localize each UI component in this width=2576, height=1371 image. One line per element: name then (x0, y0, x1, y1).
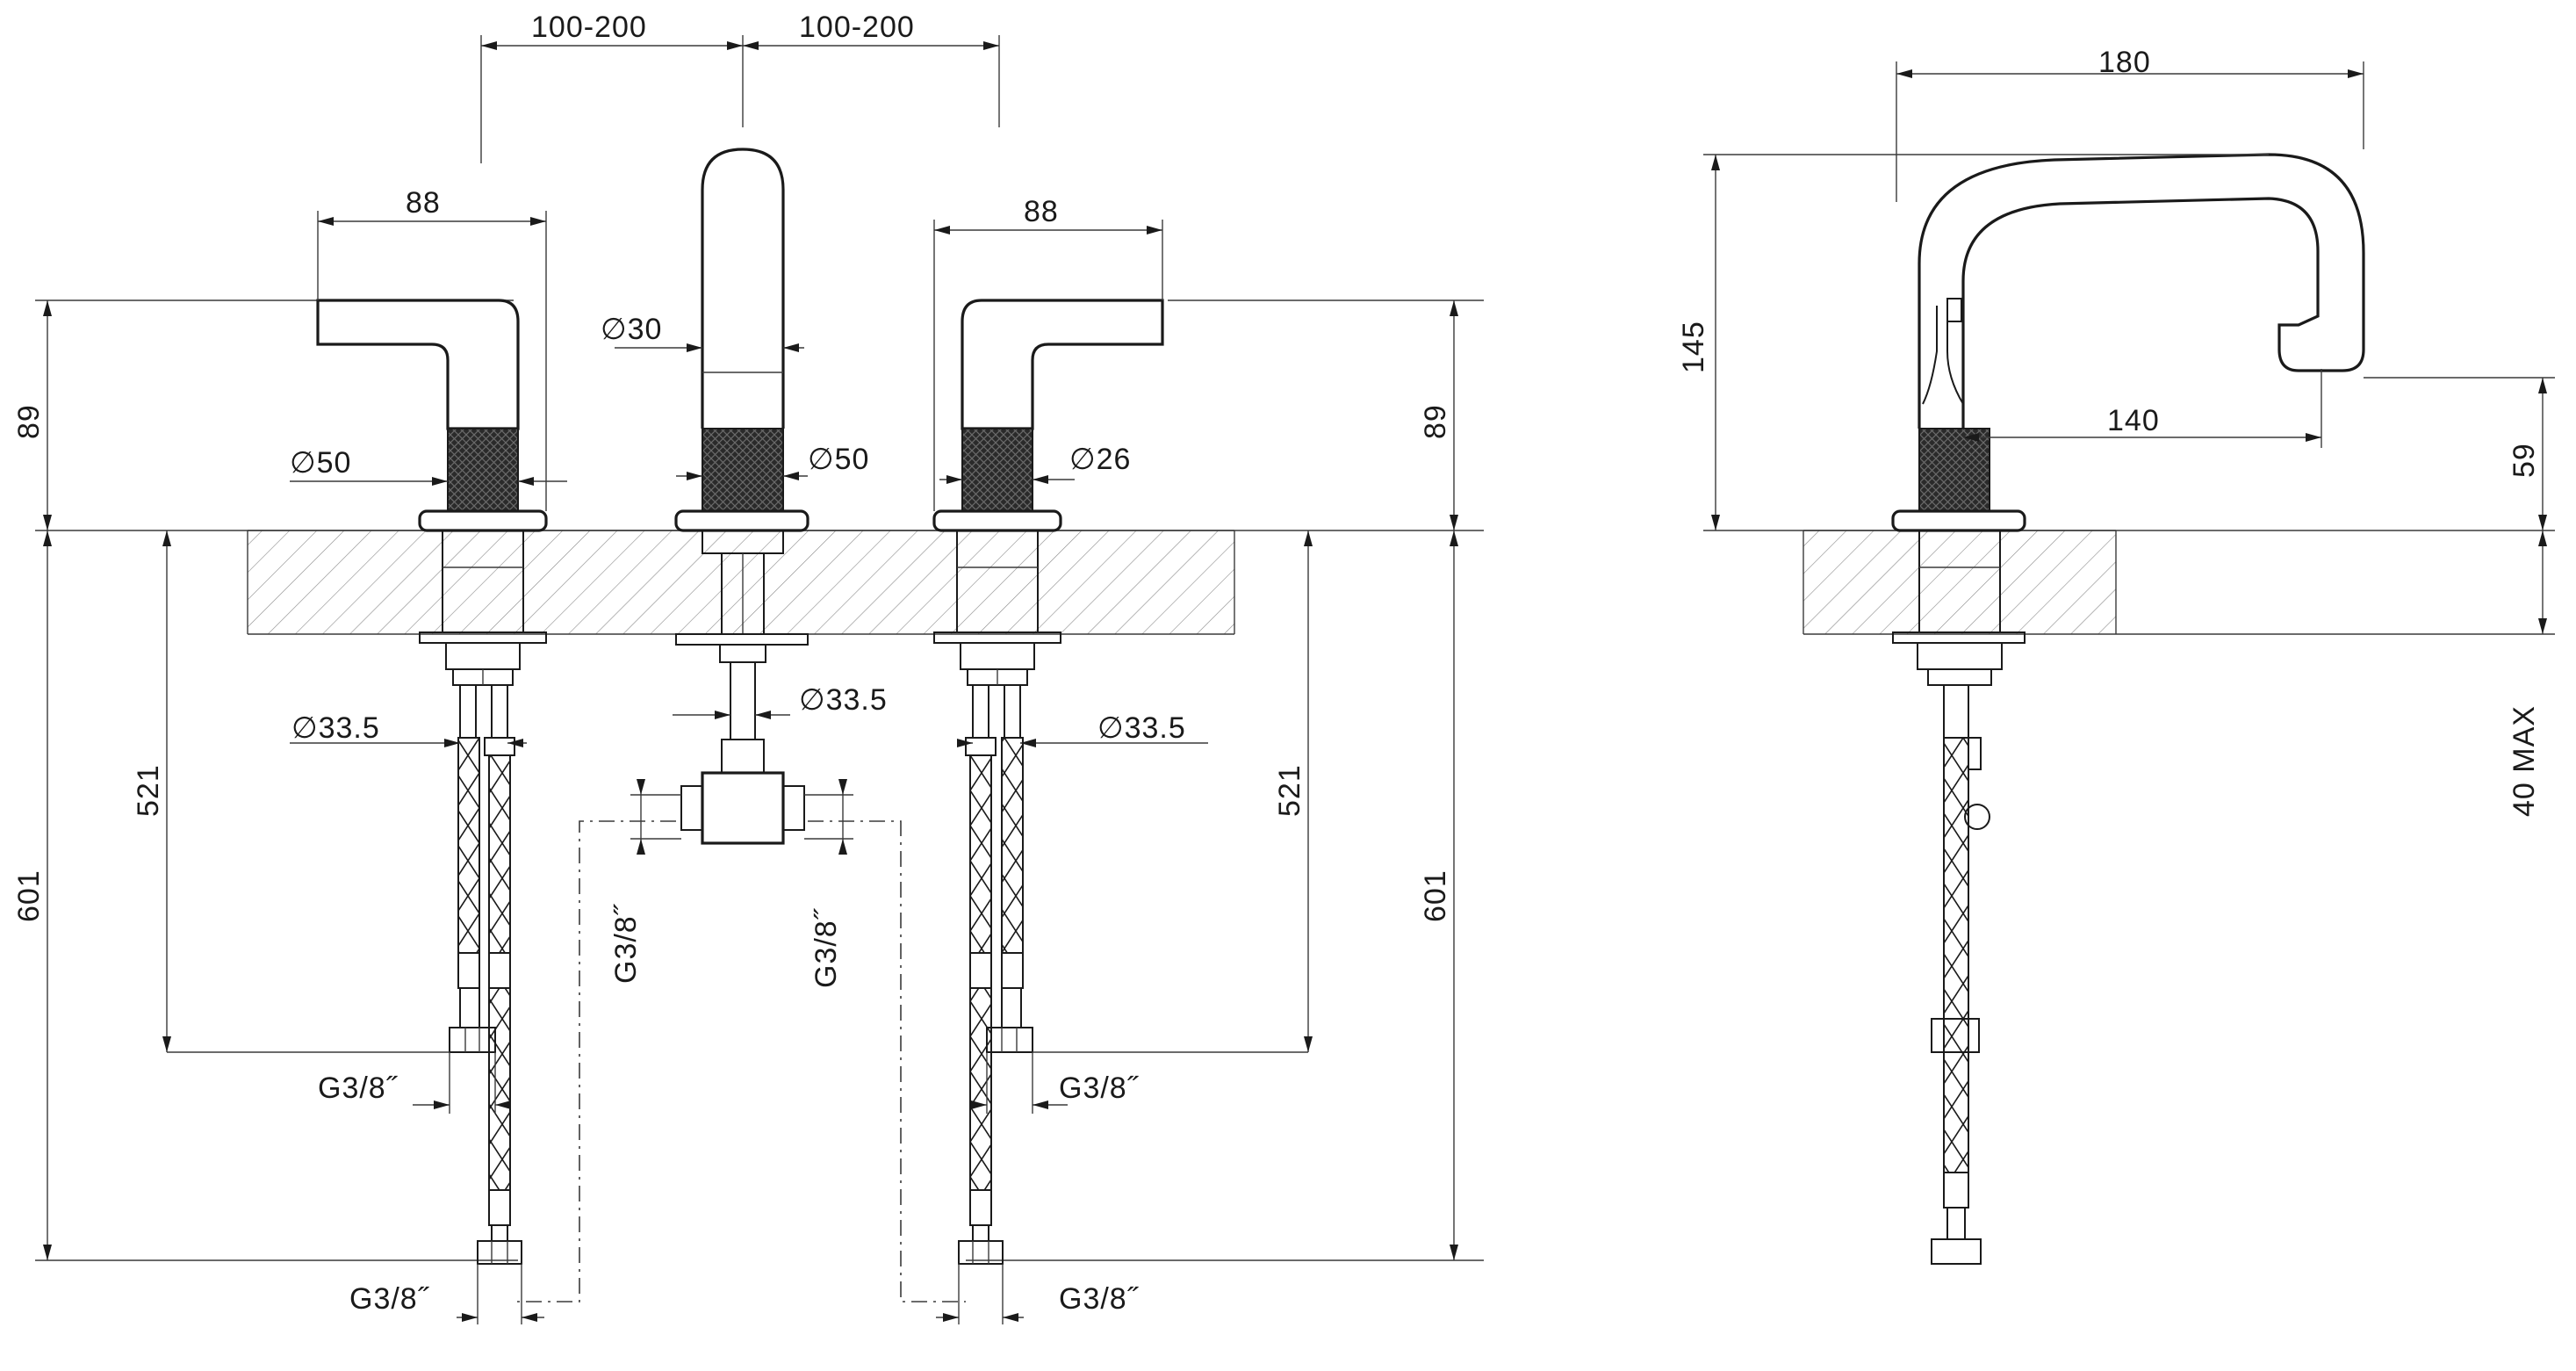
deck-thickness-label: 40 MAX (2508, 705, 2541, 817)
height-left-label: 89 (12, 404, 46, 439)
connection-right-mid-label: G3/8˝ (1059, 1072, 1140, 1105)
reach-total-label: 180 (2098, 46, 2151, 79)
outlet-height-label: 59 (2508, 443, 2541, 478)
connection-right-bottom-label: G3/8˝ (1059, 1282, 1140, 1316)
shank-diameter-right-label: ∅33.5 (1097, 711, 1186, 745)
shank-diameter-left-label: ∅33.5 (291, 711, 380, 745)
shank-diameter-center-label: ∅33.5 (799, 683, 888, 717)
connection-left-bottom-label: G3/8˝ (349, 1282, 430, 1316)
right-handle-valve (932, 299, 1164, 686)
handle-width-right-label: 88 (1024, 195, 1059, 228)
deck-front (247, 530, 1235, 635)
left-hoses (449, 684, 522, 1265)
side-view-spout (1891, 153, 2365, 1265)
spout-height-label: 145 (1677, 321, 1710, 373)
spacing-right-label: 100-200 (799, 11, 915, 44)
deck-side (1802, 530, 2117, 635)
reach-outlet-label: 140 (2107, 404, 2160, 437)
spout-diameter-label: ∅30 (601, 313, 662, 346)
hose-length-left-label: 521 (132, 764, 165, 817)
height-right-label: 89 (1419, 404, 1452, 439)
hose-length-right-label: 521 (1273, 764, 1306, 817)
right-hoses (958, 684, 1033, 1265)
connection-tee-right-label: G3/8˝ (809, 907, 843, 988)
handle-width-left-label: 88 (406, 186, 441, 220)
center-spout (674, 148, 809, 845)
body-diameter-left-label: ∅50 (290, 446, 351, 480)
dimension-lines-front (43, 35, 1458, 1324)
total-length-right-label: 601 (1419, 870, 1452, 922)
total-length-left-label: 601 (12, 870, 46, 922)
dimension-lines-side (1703, 61, 2555, 635)
body-diameter-right-label: ∅26 (1069, 443, 1131, 476)
body-diameter-center-label: ∅50 (808, 443, 869, 476)
spacing-left-label: 100-200 (531, 11, 647, 44)
connection-left-mid-label: G3/8˝ (318, 1072, 399, 1105)
left-handle-valve (316, 299, 548, 686)
connection-tee-left-label: G3/8˝ (609, 903, 643, 984)
